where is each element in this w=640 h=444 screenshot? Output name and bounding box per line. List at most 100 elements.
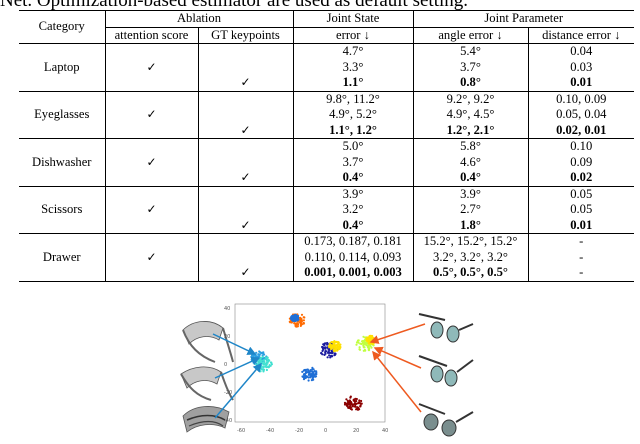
- table-row: ✓3.2°2.7°0.05: [19, 202, 634, 218]
- cluster-point: [324, 346, 327, 349]
- attention-score-cell: [105, 217, 199, 234]
- header-angle-error: angle error ↓: [413, 27, 529, 44]
- distance-error-cell: 0.01: [528, 217, 634, 234]
- cluster-point: [336, 349, 339, 352]
- distance-error-cell-value: -: [579, 234, 584, 248]
- cluster-point: [324, 352, 327, 355]
- cluster-point: [300, 313, 304, 316]
- distance-error-cell-value: 0.02: [570, 170, 593, 184]
- cluster-point: [345, 403, 348, 406]
- angle-error-cell: 0.8°: [413, 75, 529, 92]
- gt-keypoints-cell: [198, 154, 294, 170]
- cluster-point: [288, 320, 291, 323]
- cluster-point: [262, 362, 265, 365]
- attention-score-cell-value: ✓: [146, 249, 157, 264]
- attention-score-cell: [105, 170, 199, 187]
- cluster-point: [257, 361, 260, 364]
- cluster-point: [368, 338, 371, 341]
- distance-error-cell-value: 0.01: [570, 217, 593, 232]
- attention-score-cell: ✓: [105, 249, 199, 265]
- header-category: Category: [19, 10, 106, 44]
- table-row: ✓1.1°0.8°0.01: [19, 75, 634, 92]
- gt-keypoints-cell: ✓: [198, 217, 294, 234]
- attention-score-cell: [105, 122, 199, 139]
- error-cell-value: 0.173, 0.187, 0.181: [304, 234, 402, 248]
- angle-error-cell: 3.9°: [413, 186, 529, 202]
- y-tick-label: 0: [224, 362, 227, 368]
- error-cell: 9.8°, 11.2°: [293, 91, 414, 107]
- attention-score-cell-value: ✓: [146, 107, 157, 121]
- cluster-point: [360, 340, 364, 343]
- angle-error-cell: 3.2°, 3.2°, 3.2°: [413, 249, 529, 265]
- distance-error-cell-value: 0.02, 0.01: [556, 122, 607, 137]
- cluster-point: [363, 340, 366, 343]
- y-tick-label: 20: [224, 334, 230, 340]
- gt-keypoints-cell: [198, 59, 294, 75]
- cluster-point: [357, 341, 360, 344]
- distance-error-cell-value: 0.01: [570, 75, 593, 89]
- cluster-point: [326, 343, 329, 346]
- distance-error-cell: 0.10: [528, 139, 634, 155]
- attention-score-cell: [105, 233, 199, 250]
- cluster-point: [351, 405, 354, 408]
- distance-error-cell-value: 0.05: [570, 186, 593, 201]
- attention-score-cell: ✓: [105, 202, 199, 218]
- error-cell-value: 0.001, 0.001, 0.003: [304, 265, 402, 279]
- error-cell-value: 5.0°: [342, 139, 364, 153]
- distance-error-cell: 0.02, 0.01: [528, 122, 634, 139]
- distance-error-cell-value: 0.05, 0.04: [556, 107, 607, 121]
- cluster-point: [368, 335, 371, 338]
- distance-error-cell-value: 0.10: [570, 139, 593, 153]
- distance-error-cell: 0.05: [528, 186, 634, 202]
- cluster-point: [358, 401, 361, 404]
- cluster-point: [290, 315, 293, 318]
- error-cell: 1.1°: [293, 75, 414, 92]
- attention-score-cell: [105, 265, 199, 282]
- cluster-point: [362, 349, 365, 352]
- cluster-point: [327, 351, 330, 354]
- cluster-point: [262, 359, 265, 362]
- y-tick-label: 40: [224, 306, 230, 312]
- cluster-point: [334, 344, 337, 348]
- cluster-point: [366, 344, 369, 347]
- cluster-point: [363, 346, 366, 349]
- cluster-point: [302, 373, 306, 376]
- angle-error-cell: 5.8°: [413, 138, 529, 155]
- cluster-point: [267, 359, 270, 363]
- attention-score-cell: [105, 43, 199, 60]
- cluster-point: [257, 353, 260, 356]
- cluster-point: [304, 376, 307, 379]
- distance-error-cell: 0.03: [528, 60, 634, 76]
- angle-error-cell: 15.2°, 15.2°, 15.2°: [413, 233, 529, 250]
- cluster-point: [259, 351, 262, 354]
- cluster-point: [346, 399, 349, 402]
- header-gt-keypoints: GT keypoints: [198, 27, 294, 44]
- cluster-point: [349, 406, 353, 409]
- distance-error-cell: 0.02: [528, 170, 634, 187]
- cluster-point: [299, 316, 302, 319]
- distance-error-cell: -: [528, 250, 634, 266]
- cluster-point: [261, 355, 264, 358]
- cluster-point: [301, 370, 304, 373]
- cluster-point: [368, 342, 371, 345]
- gt-keypoints-cell: ✓: [198, 265, 294, 282]
- angle-error-cell-value: 4.6°: [460, 154, 481, 169]
- distance-error-cell-value: 0.10, 0.09: [556, 91, 607, 106]
- error-cell: 0.4°: [293, 217, 414, 234]
- cluster-point: [321, 346, 324, 349]
- cluster-point: [345, 398, 348, 401]
- cluster-point: [354, 405, 357, 408]
- cluster-point: [255, 351, 258, 354]
- cluster-point: [357, 407, 360, 410]
- cluster-point: [268, 365, 271, 368]
- error-cell: 3.9°: [293, 186, 414, 202]
- cluster-point: [291, 319, 294, 322]
- arrows-right: [369, 323, 426, 413]
- cluster-point: [328, 354, 331, 357]
- eyeglasses-render-left-bottom: [182, 406, 230, 433]
- cluster-point: [327, 348, 330, 351]
- angle-error-cell: 9.2°, 9.2°: [413, 91, 529, 107]
- cluster-point: [357, 339, 360, 342]
